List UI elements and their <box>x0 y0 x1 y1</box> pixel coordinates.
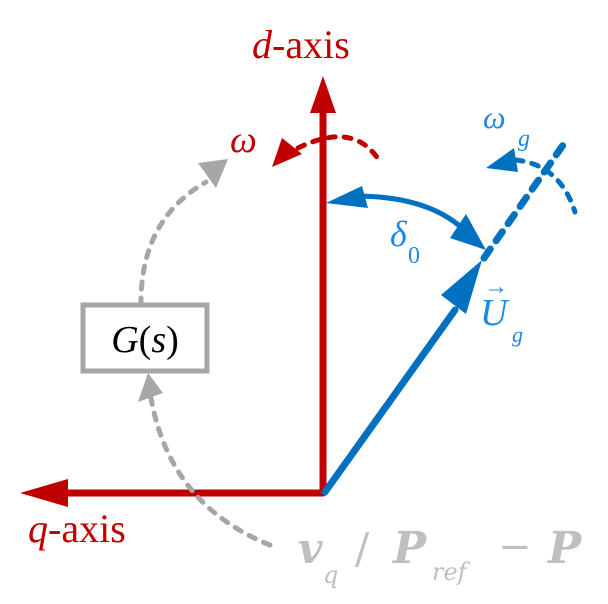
omega-arrowhead-icon <box>272 138 302 167</box>
tf-s: s <box>151 319 166 361</box>
svg-text:v: v <box>298 524 323 573</box>
svg-text:ref: ref <box>432 558 471 586</box>
d-axis-arrowhead-icon <box>310 76 336 113</box>
omega-rotation-arc <box>272 134 383 167</box>
delta-angle-arc <box>326 186 486 250</box>
controller-input-label: v q / P ref − P <box>298 523 583 589</box>
svg-text:−: − <box>498 524 532 570</box>
d-axis <box>310 76 336 497</box>
svg-text:q: q <box>323 561 338 589</box>
omega-g-arrowhead-icon <box>486 148 518 172</box>
grid-angle-dashed-line <box>480 134 572 262</box>
omega-label: ω <box>230 119 257 161</box>
svg-text:0: 0 <box>408 243 420 269</box>
feedback-arrowhead-box-icon <box>138 373 163 402</box>
grid-voltage-vector <box>321 260 482 496</box>
q-axis <box>20 479 327 507</box>
grid-voltage-label: → U g <box>480 274 523 347</box>
delta-arrowhead-left-icon <box>326 186 368 208</box>
svg-text:/: / <box>355 524 370 573</box>
delta-label: δ 0 <box>390 214 420 269</box>
tf-open: ( <box>139 319 152 361</box>
feedback-arrow-from-input <box>138 373 273 548</box>
d-axis-label: d-axis <box>252 22 350 67</box>
svg-text:P: P <box>546 523 583 574</box>
tf-G: G <box>111 319 138 361</box>
svg-text:g: g <box>512 322 523 347</box>
svg-text:ω: ω <box>483 99 506 135</box>
tf-close: ) <box>166 319 179 361</box>
feedback-arrowhead-up-icon <box>198 159 228 188</box>
omega-g-label: ω g <box>483 99 530 152</box>
svg-text:U: U <box>480 292 510 334</box>
svg-text:g: g <box>518 126 530 152</box>
svg-text:P: P <box>391 523 428 574</box>
delta-arrowhead-right-icon <box>450 214 486 250</box>
omega-g-rotation-arc <box>486 148 578 215</box>
grid-voltage-arrowhead-icon <box>441 260 482 314</box>
svg-text:→: → <box>484 274 508 300</box>
transfer-function-block: G(s) <box>80 302 210 374</box>
q-axis-arrowhead-icon <box>20 479 68 507</box>
svg-text:δ: δ <box>390 214 408 254</box>
feedback-arrow-to-omega <box>138 159 228 308</box>
q-axis-label: q-axis <box>28 506 126 551</box>
svg-text:G(s): G(s) <box>111 319 179 361</box>
